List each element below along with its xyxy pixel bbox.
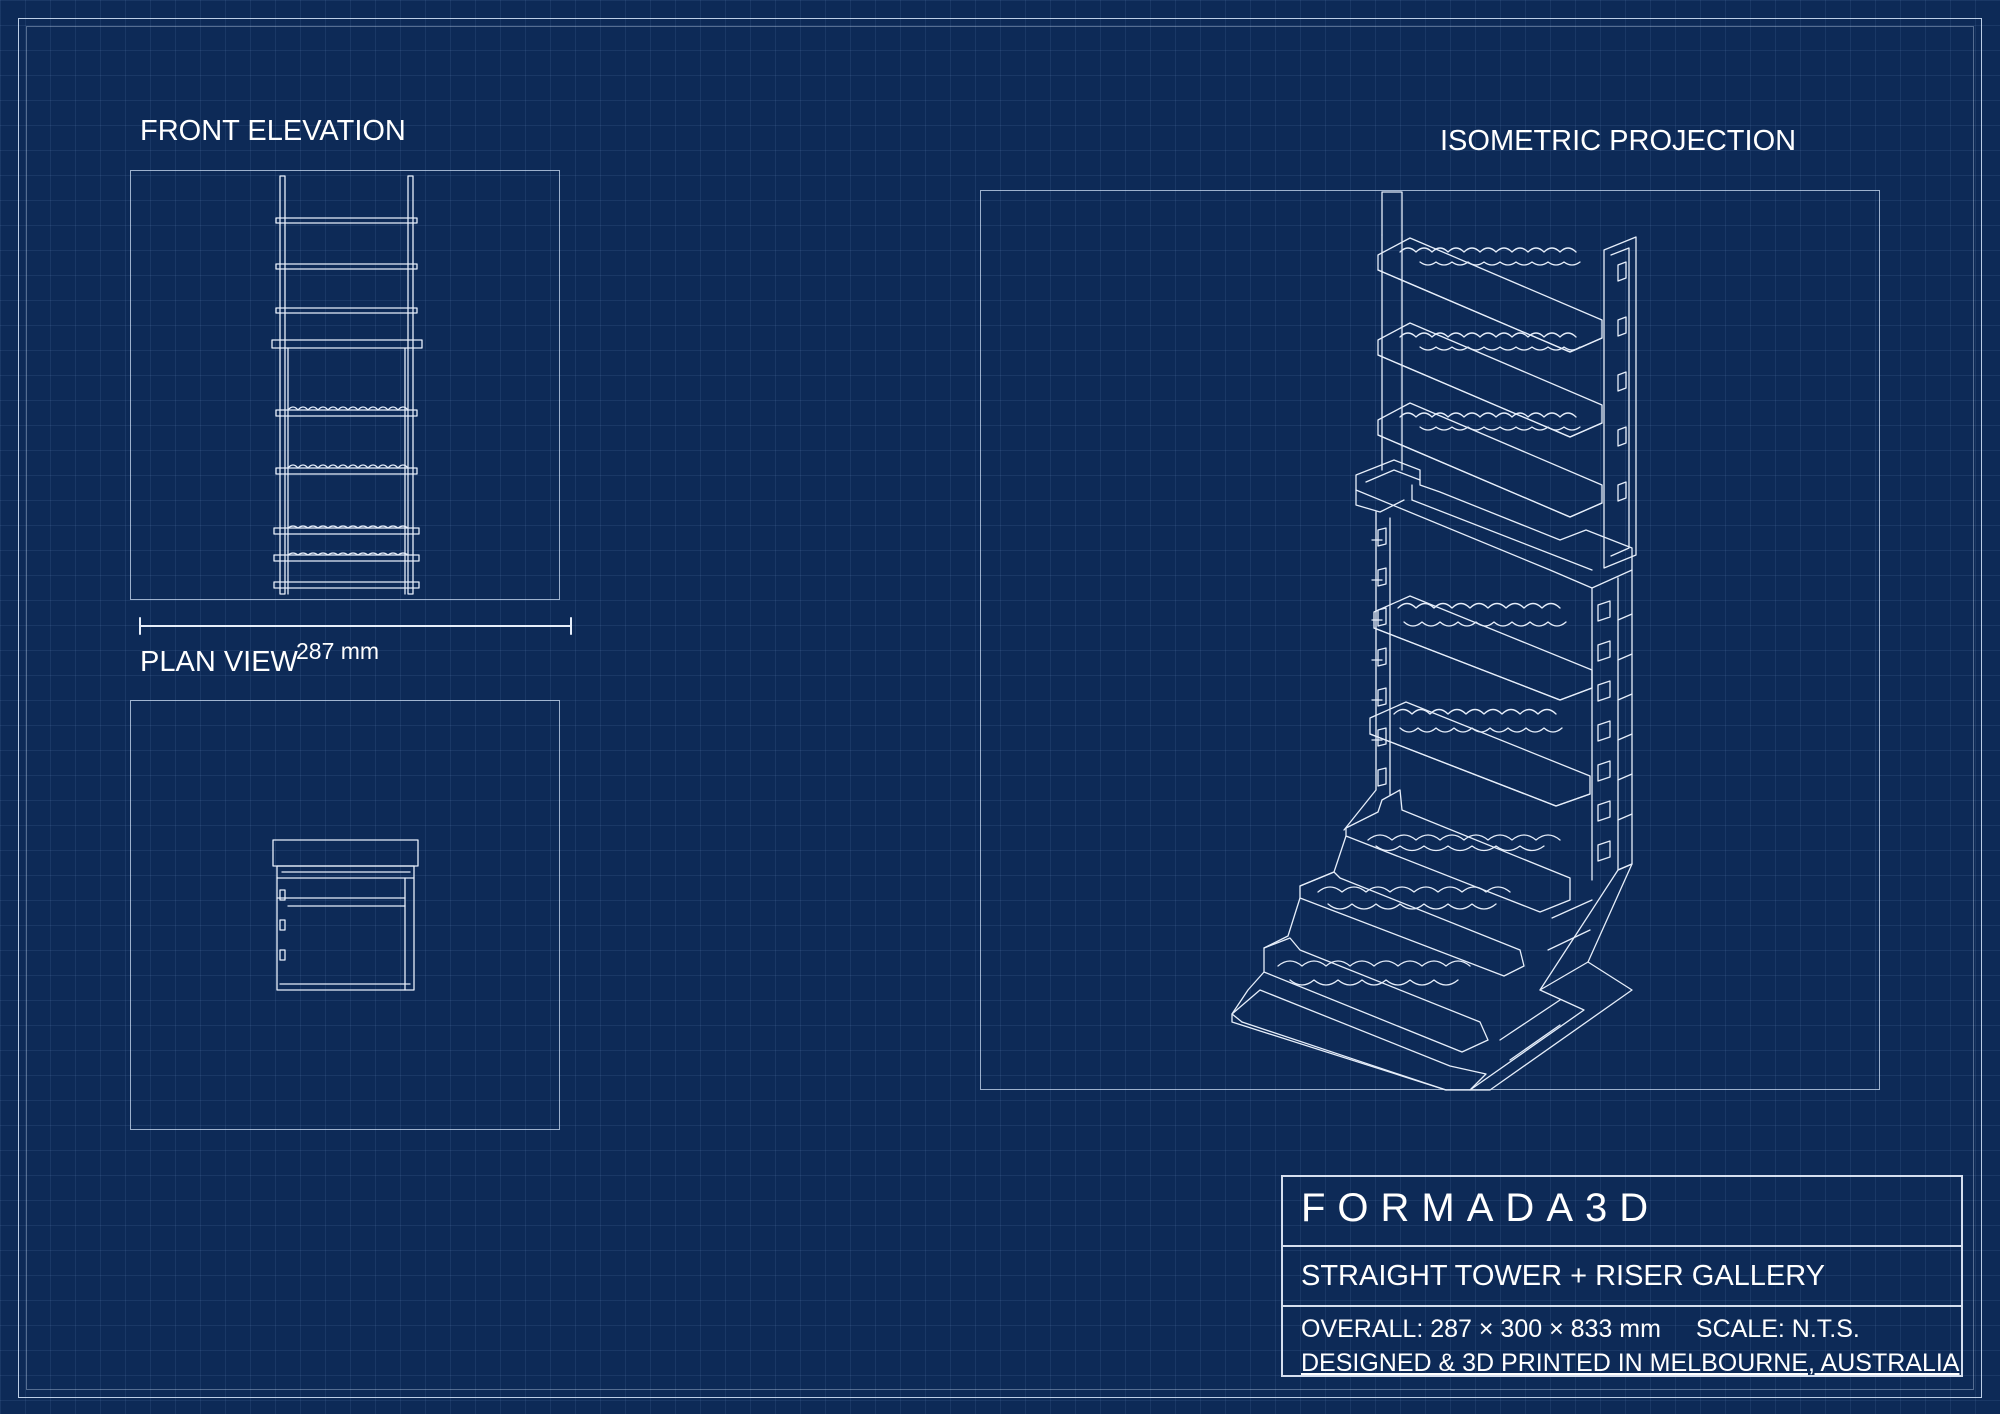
brand-name: FORMADA3D (1301, 1186, 1661, 1230)
scale-note: SCALE: N.T.S. (1695, 1315, 1860, 1343)
overall-dimensions: OVERALL: 287 × 300 × 833 mm (1301, 1315, 1661, 1343)
origin-note: DESIGNED & 3D PRINTED IN MELBOURNE, AUST… (1301, 1349, 1960, 1377)
plan-view-label: PLAN VIEW (140, 646, 298, 678)
title-block-project-row: STRAIGHT TOWER + RISER GALLERY (1283, 1247, 1961, 1307)
sheet-border-outer (18, 18, 1982, 1398)
width-dimension-label: 287 mm (296, 638, 380, 664)
width-dimension-line (139, 617, 572, 635)
plan-view-frame (130, 700, 560, 1130)
isometric-drawing (1231, 191, 1637, 1091)
isometric-frame (980, 190, 1880, 1090)
project-title: STRAIGHT TOWER + RISER GALLERY (1301, 1260, 1826, 1292)
sheet-border-inner (26, 26, 1974, 1390)
front-elevation-label: FRONT ELEVATION (140, 115, 406, 147)
front-elevation-drawing (271, 175, 423, 595)
title-block-specs-row: OVERALL: 287 × 300 × 833 mm SCALE: N.T.S… (1283, 1307, 1961, 1377)
front-elevation-frame (130, 170, 560, 600)
isometric-projection-label: ISOMETRIC PROJECTION (1440, 125, 1797, 157)
specs-line: OVERALL: 287 × 300 × 833 mm SCALE: N.T.S… (1301, 1315, 1888, 1344)
title-block: FORMADA3D STRAIGHT TOWER + RISER GALLERY… (1281, 1175, 1963, 1377)
plan-view-drawing (272, 839, 419, 991)
title-block-brand-row: FORMADA3D (1283, 1177, 1961, 1247)
